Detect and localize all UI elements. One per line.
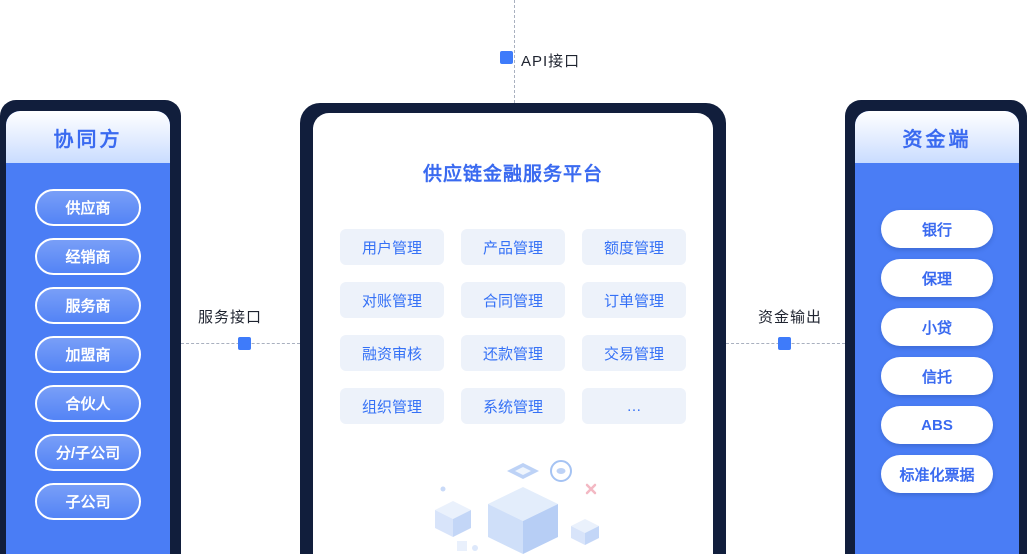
right-panel-item: 小贷 [881,308,993,346]
module-item: 交易管理 [582,335,686,371]
left-panel: 协同方 供应商 经销商 服务商 加盟商 合伙人 分/子公司 子公司 [6,111,170,554]
funds-connector-marker-icon [778,337,791,350]
module-item: 合同管理 [461,282,565,318]
service-connector-label: 服务接口 [198,309,263,326]
left-panel-title: 协同方 [6,111,170,163]
module-item: 对账管理 [340,282,444,318]
module-item: 订单管理 [582,282,686,318]
left-panel-item: 子公司 [35,483,141,520]
funds-connector-label: 资金输出 [758,309,823,326]
module-item: 系统管理 [461,388,565,424]
center-panel-frame: 供应链金融服务平台 用户管理 产品管理 额度管理 对账管理 合同管理 订单管理 … [300,103,726,554]
left-panel-frame: 协同方 供应商 经销商 服务商 加盟商 合伙人 分/子公司 子公司 [0,100,181,554]
right-panel-list: 银行 保理 小贷 信托 ABS 标准化票据 [855,163,1019,493]
module-item: 组织管理 [340,388,444,424]
api-connector-marker-icon [500,51,513,64]
module-item: 额度管理 [582,229,686,265]
left-panel-list: 供应商 经销商 服务商 加盟商 合伙人 分/子公司 子公司 [6,163,170,520]
left-panel-item: 服务商 [35,287,141,324]
module-item: 还款管理 [461,335,565,371]
api-connector-label: API接口 [521,53,581,70]
right-panel-frame: 资金端 银行 保理 小贷 信托 ABS 标准化票据 [845,100,1027,554]
module-item: 产品管理 [461,229,565,265]
left-panel-item: 经销商 [35,238,141,275]
module-item: 融资审核 [340,335,444,371]
right-panel-item: ABS [881,406,993,444]
connector-line-top [514,0,515,103]
module-grid: 用户管理 产品管理 额度管理 对账管理 合同管理 订单管理 融资审核 还款管理 … [340,229,686,424]
left-panel-item: 合伙人 [35,385,141,422]
right-panel: 资金端 银行 保理 小贷 信托 ABS 标准化票据 [855,111,1019,554]
left-panel-item: 供应商 [35,189,141,226]
right-panel-item: 保理 [881,259,993,297]
left-panel-item: 加盟商 [35,336,141,373]
module-item: 用户管理 [340,229,444,265]
right-panel-item: 银行 [881,210,993,248]
left-panel-item: 分/子公司 [35,434,141,471]
right-panel-item: 信托 [881,357,993,395]
isometric-cubes-illustration-icon [435,460,599,554]
service-connector-marker-icon [238,337,251,350]
right-panel-title: 资金端 [855,111,1019,163]
platform-title: 供应链金融服务平台 [422,164,603,185]
platform-card: 供应链金融服务平台 用户管理 产品管理 额度管理 对账管理 合同管理 订单管理 … [313,113,713,554]
right-panel-item: 标准化票据 [881,455,993,493]
module-item-more: … [582,388,686,424]
